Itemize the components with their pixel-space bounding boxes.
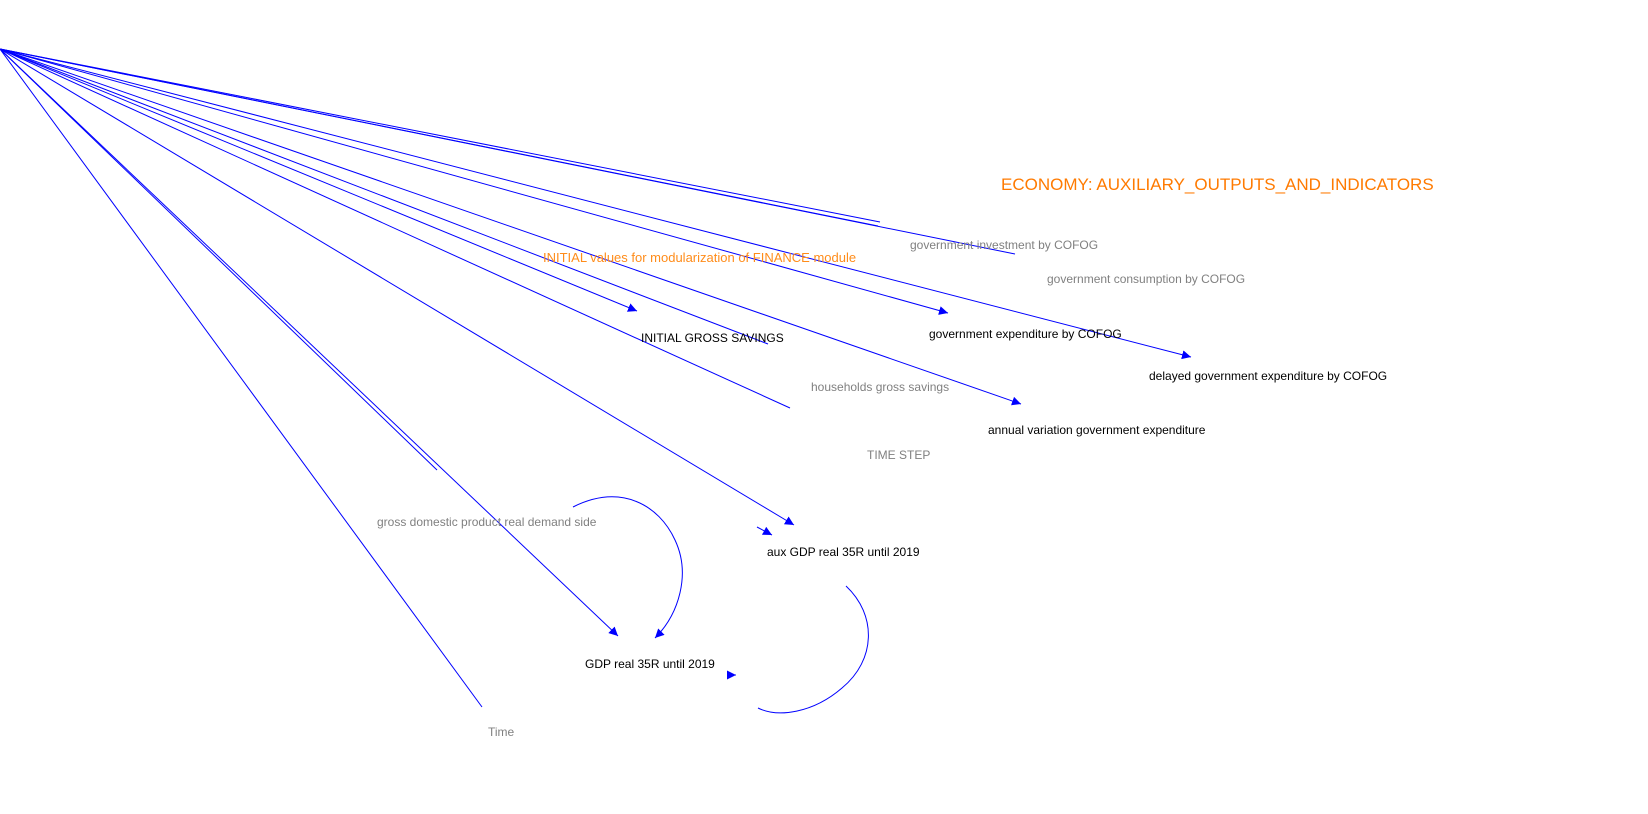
link-line xyxy=(0,48,438,471)
link-line xyxy=(0,48,1016,255)
var-annual-variation-government-expenditure[interactable]: annual variation government expenditure xyxy=(988,423,1206,437)
link-line xyxy=(0,48,769,345)
var-government-investment-by-cofog[interactable]: government investment by COFOG xyxy=(910,238,1099,252)
link-arrow xyxy=(0,48,619,637)
link-arrow xyxy=(0,48,638,312)
var-time[interactable]: Time xyxy=(488,725,515,739)
link-arrow xyxy=(0,48,1192,360)
loop-arrow-aux xyxy=(756,526,773,536)
var-initial-gross-savings[interactable]: INITIAL GROSS SAVINGS xyxy=(641,331,784,345)
link-line xyxy=(0,48,483,708)
module-comment: INITIAL values for modularization of FIN… xyxy=(543,250,857,265)
link-arrow xyxy=(0,48,949,315)
view-title: ECONOMY: AUXILIARY_OUTPUTS_AND_INDICATOR… xyxy=(1001,175,1434,194)
var-government-consumption-by-cofog[interactable]: government consumption by COFOG xyxy=(1047,272,1246,286)
var-gdp-real-demand-side[interactable]: gross domestic product real demand side xyxy=(377,515,597,529)
var-government-expenditure-by-cofog[interactable]: government expenditure by COFOG xyxy=(929,327,1122,341)
link-arrow xyxy=(0,48,1022,406)
loop-arc-lower xyxy=(757,585,869,714)
var-aux-gdp-real-35r-until-2019[interactable]: aux GDP real 35R until 2019 xyxy=(767,545,920,559)
var-time-step[interactable]: TIME STEP xyxy=(867,448,931,462)
link-line xyxy=(0,48,791,409)
link-line xyxy=(0,48,881,223)
loop-arc-upper xyxy=(572,496,683,639)
var-delayed-government-expenditure-by-cofog[interactable]: delayed government expenditure by COFOG xyxy=(1149,369,1388,383)
var-gdp-real-35r-until-2019[interactable]: GDP real 35R until 2019 xyxy=(585,657,715,671)
link-arrow xyxy=(0,48,795,526)
var-households-gross-savings[interactable]: households gross savings xyxy=(811,380,950,394)
